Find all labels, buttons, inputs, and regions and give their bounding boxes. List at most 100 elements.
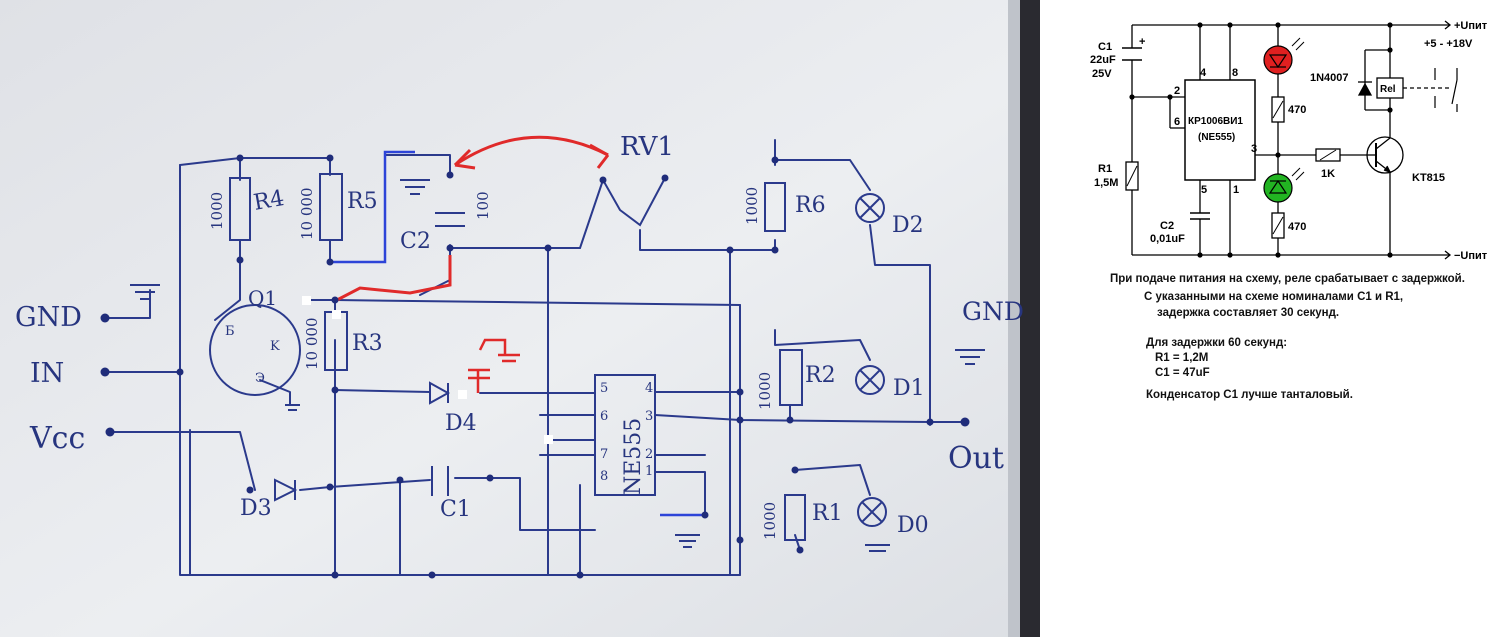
ne555-delay-relay-schematic: +Uпит +5 - +18V −Uпит C1 22uF 25V + R1 1… (1040, 0, 1497, 637)
sketch-pin5: 5 (600, 381, 608, 396)
sketch-ne555: NE555 (621, 418, 646, 495)
sketch-in: IN (30, 358, 64, 389)
sketch-rv1: RV1 (620, 132, 674, 162)
label-led-res-bottom: 470 (1288, 221, 1306, 233)
schematic-labels: +Uпит +5 - +18V −Uпит C1 22uF 25V + R1 1… (1090, 20, 1488, 262)
label-pin8: 8 (1232, 67, 1238, 79)
note-line-5: R1 = 1,2M (1155, 352, 1209, 364)
sketch-d2: D2 (892, 213, 924, 238)
label-r1-value: 1,5M (1094, 177, 1118, 189)
sketch-c2: C2 (400, 229, 431, 254)
schematic-wires (1131, 24, 1432, 256)
sketch-q1-b: Б (225, 324, 235, 339)
sketch-r6: R6 (795, 193, 826, 218)
r4-body (229, 177, 251, 241)
d0-lamp (857, 497, 887, 527)
label-c2-name: C2 (1160, 220, 1174, 232)
d3-body (274, 478, 298, 502)
r5-body (319, 173, 343, 241)
sketch-d1: D1 (893, 376, 925, 401)
note-line-7: Конденсатор С1 лучше танталовый. (1146, 389, 1353, 401)
note-line-2: С указанными на схеме номиналами С1 и R1… (1144, 291, 1404, 303)
label-relay: Rel (1380, 84, 1396, 95)
label-supply-minus: −Uпит (1454, 250, 1488, 262)
sketch-pin6: 6 (600, 409, 608, 424)
gnd-symbol-left (130, 284, 160, 300)
sketch-r1: R1 (812, 501, 843, 526)
sketch-r5-value: 10 000 (298, 188, 316, 241)
sketch-r3: R3 (352, 331, 383, 356)
label-pin6: 6 (1174, 116, 1180, 128)
label-c1-voltage: 25V (1092, 68, 1112, 80)
ne555-body (594, 374, 656, 496)
red-edit-cap (468, 338, 520, 393)
label-diode: 1N4007 (1310, 72, 1349, 84)
gnd-symbol-right (955, 349, 985, 365)
note-line-1: При подаче питания на схему, реле срабат… (1110, 273, 1465, 285)
label-led-res-top: 470 (1288, 104, 1306, 116)
note-line-3: задержка составляет 30 секунд. (1157, 307, 1340, 319)
junction-dots (100, 154, 970, 579)
hand-drawn-schematic-photo: GND IN Vcc GND Out RV1 R4 1000 R5 10 000… (0, 0, 1040, 637)
sketch-c2-value: 100 (474, 191, 492, 220)
transistor-kt815 (1366, 136, 1404, 174)
sketch-gnd-right: GND (962, 297, 1024, 326)
sketch-r1-value: 1000 (761, 502, 779, 540)
rail-terminals (1432, 20, 1452, 260)
label-pin2: 2 (1174, 85, 1180, 97)
gnd-symbol-c2 (400, 179, 430, 195)
sketch-labels: GND IN Vcc GND Out RV1 R4 1000 R5 10 000… (15, 132, 1024, 540)
red-edit-wire (336, 255, 452, 302)
label-c1-value: 22uF (1090, 54, 1116, 66)
label-pin4: 4 (1200, 67, 1207, 79)
sketch-d0: D0 (897, 513, 929, 538)
sketch-c1: C1 (440, 497, 471, 522)
label-supply-range: +5 - +18V (1424, 38, 1473, 50)
label-ic-alt: (NE555) (1198, 132, 1235, 143)
d4-body (429, 381, 451, 405)
label-pin5: 5 (1201, 184, 1207, 196)
sketch-q1: Q1 (248, 286, 277, 310)
r1-body (784, 494, 806, 541)
note-line-4: Для задержки 60 секунд: (1146, 337, 1288, 349)
label-pin3: 3 (1251, 143, 1257, 155)
q1-body (209, 304, 301, 396)
relay-contacts (1403, 68, 1458, 112)
sketch-d4: D4 (445, 411, 477, 436)
label-base-res: 1K (1321, 168, 1335, 180)
ink-components (130, 173, 985, 552)
c1-capacitor (1122, 47, 1142, 61)
sketch-q1-k: K (270, 339, 280, 354)
sketch-r3-value: 10 000 (303, 318, 321, 371)
sketch-pin1: 1 (645, 464, 653, 479)
label-c1-plus: + (1139, 36, 1145, 48)
label-c2-value: 0,01uF (1150, 233, 1185, 245)
sketch-q1-e: Э (255, 371, 265, 386)
label-ic-name: КР1006ВИ1 (1188, 116, 1243, 127)
sketch-pin8: 8 (600, 469, 608, 484)
sketch-d3: D3 (240, 496, 272, 521)
label-supply-plus: +Uпит (1454, 20, 1488, 32)
r6-body (764, 182, 786, 232)
sketch-r6-value: 1000 (743, 187, 761, 225)
paper-background (0, 0, 1040, 637)
sketch-r2: R2 (805, 363, 836, 388)
label-r1-name: R1 (1098, 163, 1112, 175)
sketch-pin3: 3 (645, 409, 653, 424)
gnd-symbol-q1 (285, 404, 300, 411)
label-transistor: KT815 (1412, 172, 1445, 184)
sketch-gnd-left: GND (15, 302, 82, 333)
rv1-body (602, 177, 666, 227)
sketch-pin7: 7 (600, 447, 608, 462)
sketch-r5: R5 (347, 189, 378, 214)
red-led (1263, 37, 1305, 75)
schematic-junctions (1129, 22, 1393, 258)
photo-edge-dark (1018, 0, 1040, 637)
sketch-r4-value: 1000 (208, 192, 226, 230)
sketch-r2-value: 1000 (756, 372, 774, 410)
paper-fold (1008, 0, 1020, 637)
sketch-vcc: Vcc (29, 421, 85, 456)
blue-edit-wire (330, 150, 415, 264)
red-swap-arrow (454, 135, 609, 167)
note-line-6: C1 = 47uF (1155, 367, 1210, 379)
